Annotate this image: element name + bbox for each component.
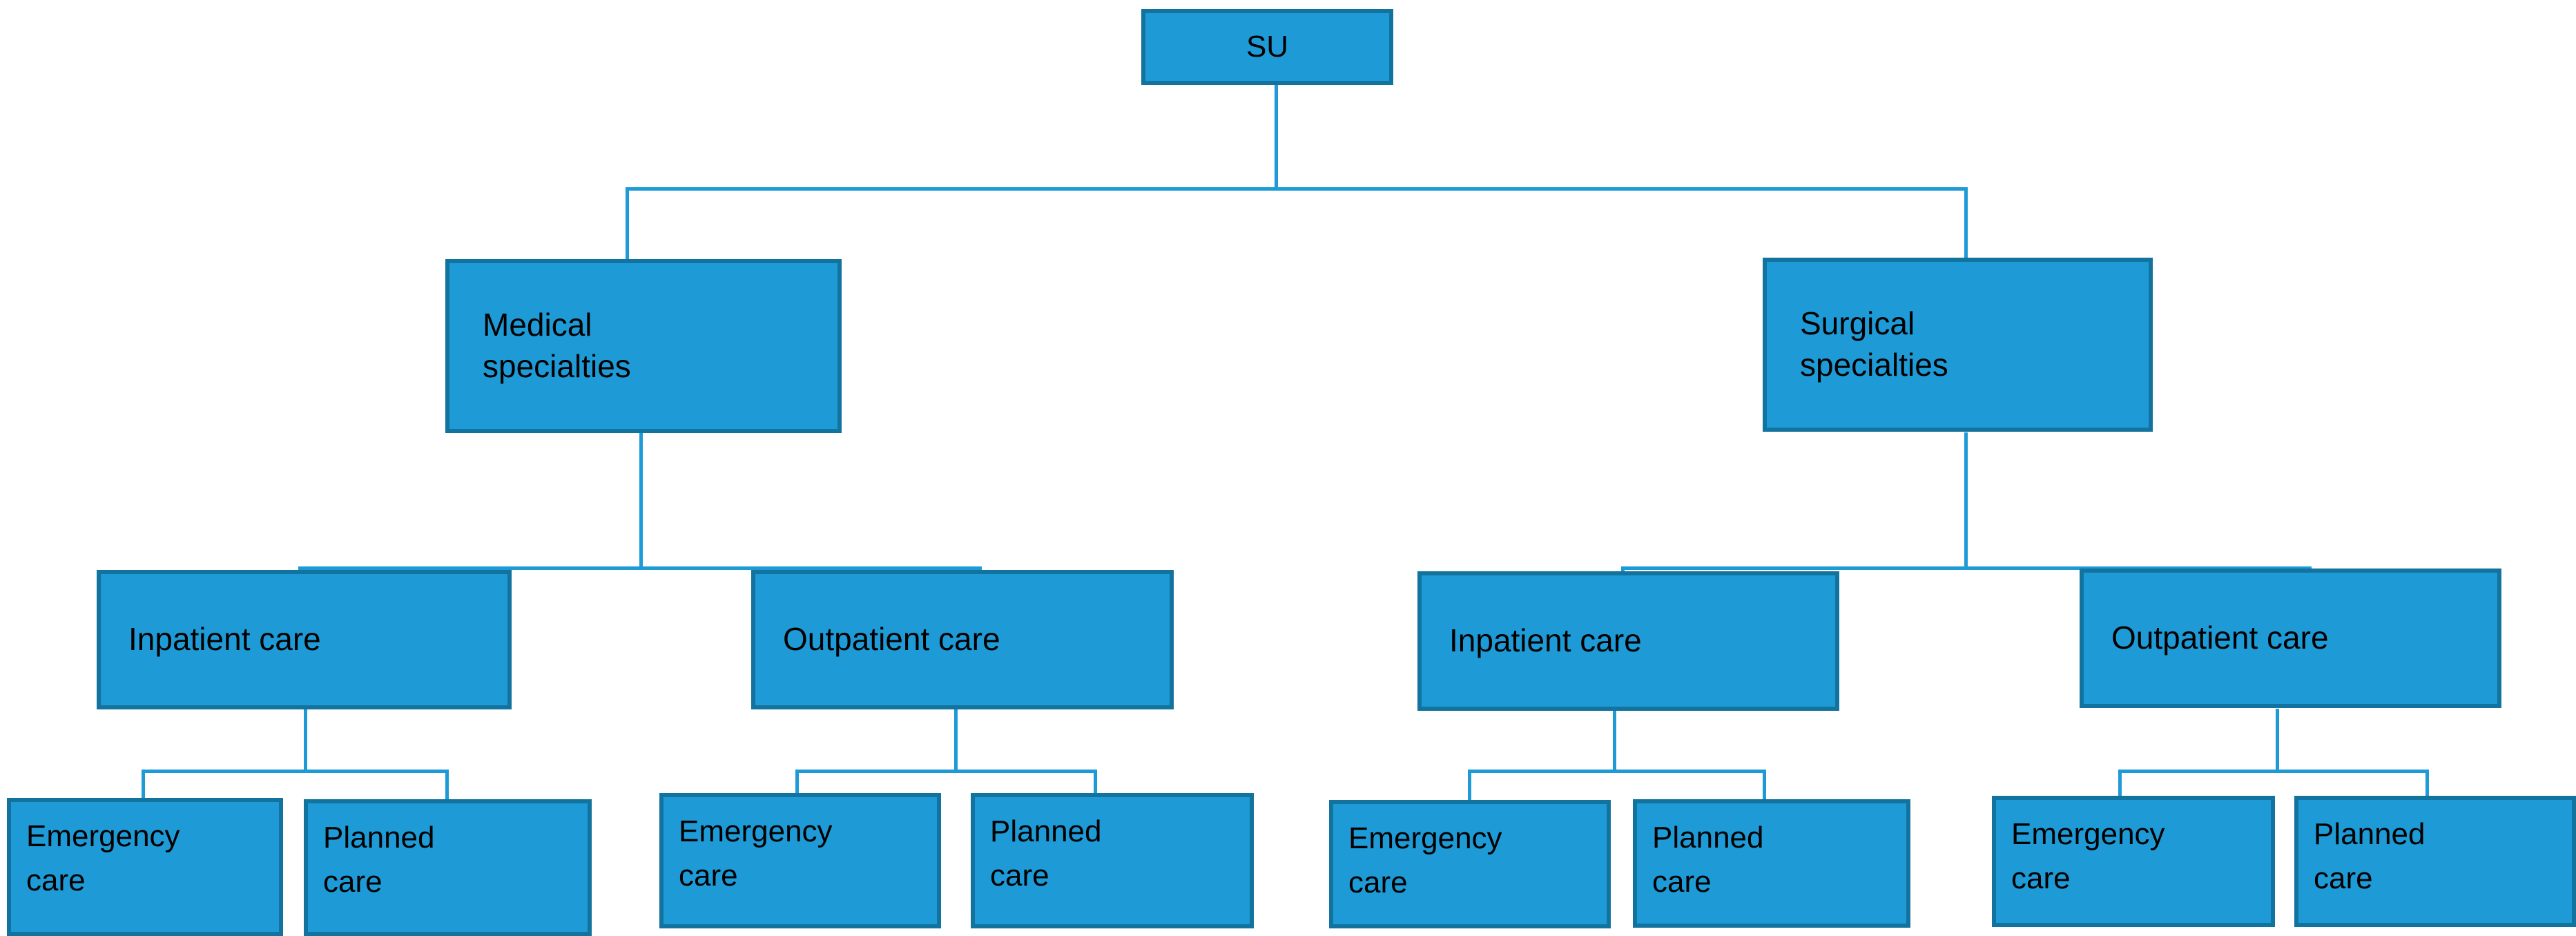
node-surgical-inpatient-care[interactable]: Inpatient care [1417, 571, 1839, 711]
connector-g4-bar [2118, 770, 2429, 773]
connector-g1-drop [304, 709, 307, 771]
node-label: SU [1246, 30, 1289, 64]
connector-g2-bar [795, 770, 1097, 773]
connector-g4-right [2425, 770, 2429, 800]
node-su[interactable]: SU [1141, 9, 1393, 85]
connector-g3-right [1763, 770, 1766, 801]
connector-g3-bar [1468, 770, 1766, 773]
node-label: Planned care [1652, 821, 1764, 899]
node-label: Surgical specialties [1800, 305, 1948, 383]
node-label: Inpatient care [1449, 622, 1642, 659]
node-medical-inpatient-care[interactable]: Inpatient care [97, 570, 512, 709]
connector-root-bar [626, 187, 1968, 191]
node-emergency-care-1[interactable]: Emergency care [7, 798, 283, 936]
connector-g1-right [445, 770, 449, 800]
connector-medical-drop [639, 432, 643, 568]
node-label: Outpatient care [2111, 620, 2329, 656]
connector-g3-left [1468, 770, 1471, 801]
connector-to-medical [626, 187, 629, 263]
node-planned-care-3[interactable]: Planned care [1633, 799, 1910, 928]
node-label: Emergency care [679, 814, 833, 892]
node-label: Inpatient care [128, 621, 321, 658]
node-label: Medical specialties [483, 307, 631, 384]
node-label: Emergency care [2011, 817, 2165, 895]
connector-to-surgical [1964, 187, 1968, 263]
connector-root-drop [1275, 43, 1278, 189]
connector-medical-bar [298, 566, 982, 570]
node-planned-care-4[interactable]: Planned care [2294, 796, 2576, 927]
connector-g3-drop [1613, 709, 1616, 771]
node-label: Emergency care [26, 819, 180, 897]
connector-g1-left [142, 770, 145, 800]
node-label: Emergency care [1348, 821, 1502, 899]
node-medical-specialties[interactable]: Medical specialties [445, 259, 842, 433]
node-planned-care-1[interactable]: Planned care [304, 799, 592, 936]
connector-surgical-drop [1964, 432, 1968, 568]
node-label: Planned care [323, 821, 435, 899]
connector-g4-left [2118, 770, 2122, 800]
node-surgical-outpatient-care[interactable]: Outpatient care [2080, 569, 2501, 708]
node-label: Planned care [2314, 817, 2425, 895]
node-label: Planned care [990, 814, 1102, 892]
connector-g2-left [795, 770, 799, 803]
node-emergency-care-3[interactable]: Emergency care [1329, 800, 1611, 928]
node-planned-care-2[interactable]: Planned care [971, 793, 1254, 928]
node-emergency-care-4[interactable]: Emergency care [1992, 796, 2275, 927]
connector-g2-drop [954, 709, 958, 771]
node-medical-outpatient-care[interactable]: Outpatient care [751, 570, 1174, 709]
connector-g1-bar [142, 770, 449, 773]
node-surgical-specialties[interactable]: Surgical specialties [1763, 258, 2153, 432]
connector-g4-drop [2276, 709, 2279, 771]
node-emergency-care-2[interactable]: Emergency care [659, 793, 941, 928]
connector-surgical-bar [1621, 566, 2312, 570]
connector-g2-right [1094, 770, 1097, 803]
node-label: Outpatient care [783, 621, 1000, 658]
